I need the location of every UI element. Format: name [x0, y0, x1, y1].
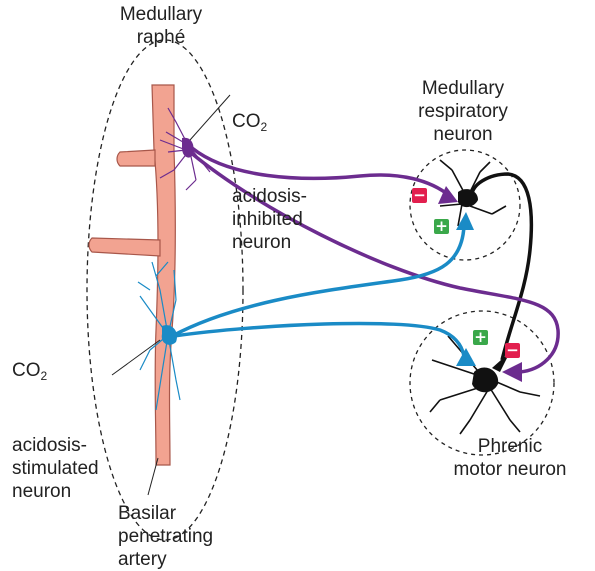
phrenic-cell-body — [472, 367, 499, 393]
respiratory-label: Medullary respiratory neuron — [418, 78, 508, 145]
respiratory-cell-body — [458, 189, 478, 208]
inhibited-text: acidosis- inhibited neuron — [232, 186, 307, 253]
artery-trunk — [151, 84, 176, 466]
minus-badge-phrenic: − — [505, 341, 520, 359]
inhibited-leader — [189, 94, 231, 141]
respiratory-neuron — [439, 159, 534, 372]
stimulated-cell-body — [161, 325, 178, 345]
phrenic-region — [409, 310, 555, 456]
stimulated-projections — [171, 212, 476, 366]
artery-branch-upper — [116, 149, 156, 167]
inhibit-arrow-respiratory — [438, 186, 458, 204]
plus-badge-respiratory: + — [434, 217, 449, 235]
artery-branch-lower — [88, 237, 161, 257]
stimulated-neuron — [137, 261, 181, 411]
stimulated-text: acidosis- stimulated neuron — [12, 435, 99, 502]
inhibited-projections — [188, 146, 560, 382]
phrenic-label: Phrenic motor neuron — [453, 436, 567, 480]
inhibit-arrow-phrenic — [502, 362, 522, 382]
stimulated-leader — [111, 339, 161, 376]
inhibited-co2: CO2 — [232, 111, 268, 134]
stimulated-label: CO2 acidosis- stimulated neuron — [12, 313, 99, 526]
basilar-artery — [88, 84, 176, 466]
inhibited-label: CO2 acidosis- inhibited neuron — [232, 64, 307, 277]
plus-badge-phrenic: + — [473, 328, 488, 346]
minus-badge-respiratory: − — [412, 186, 427, 204]
excite-arrow-respiratory — [456, 212, 474, 230]
artery-leader — [147, 457, 159, 496]
raphe-label: Medullary raphé — [119, 4, 203, 48]
phrenic-neuron — [429, 335, 541, 435]
stimulated-co2: CO2 — [12, 360, 48, 383]
raphe-region — [86, 39, 244, 541]
respiratory-region — [409, 149, 521, 261]
excite-arrow-phrenic — [456, 348, 476, 366]
